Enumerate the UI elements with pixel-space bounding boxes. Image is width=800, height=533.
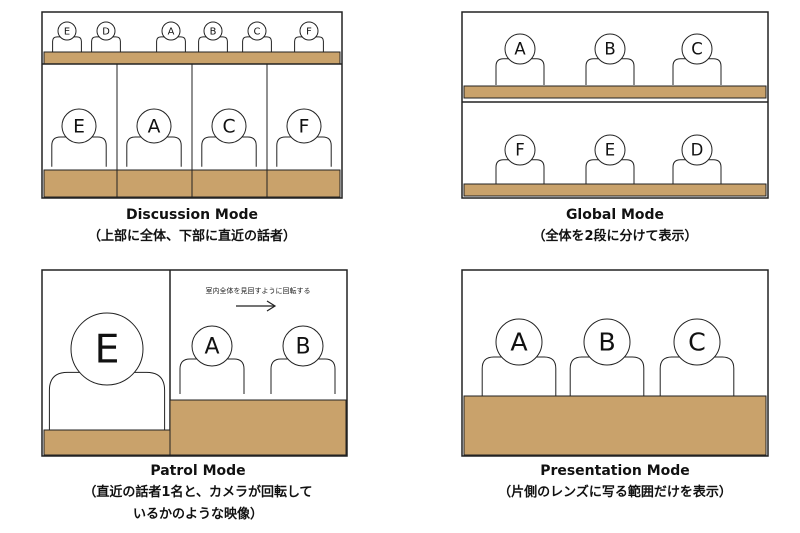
right-arrow-icon <box>236 300 277 312</box>
person-label: E <box>64 26 70 37</box>
person-figure: A <box>126 108 182 167</box>
person-figure: E <box>48 312 166 436</box>
person-figure: A <box>156 21 186 53</box>
person-label: F <box>306 26 312 37</box>
person-figure: A <box>495 33 545 85</box>
person-head <box>161 21 181 41</box>
person-figure: C <box>242 21 272 53</box>
person-figure: E <box>52 21 82 53</box>
person-label: E <box>94 327 119 373</box>
person-label: B <box>295 335 310 360</box>
patrol-pan-note: 室内全体を見回すように回転する <box>206 286 311 295</box>
person-label: E <box>73 116 85 137</box>
person-figure: B <box>585 33 635 85</box>
person-figure: B <box>569 318 645 398</box>
person-head <box>70 312 144 386</box>
global-row2-table <box>463 183 767 197</box>
presentation-table <box>463 395 767 456</box>
person-figure: E <box>51 108 107 167</box>
person-head <box>594 33 626 65</box>
global-row1-table <box>463 85 767 99</box>
person-head <box>247 21 267 41</box>
presentation-panel: A B C Presentation Mode （片側のレンズに写る範囲だけを表示） <box>461 269 769 500</box>
person-label: A <box>204 335 219 360</box>
person-head <box>583 318 631 366</box>
person-figure: F <box>495 134 545 186</box>
patrol-subtitle-line1: （直近の話者1名と、カメラが回転して <box>83 484 312 500</box>
person-head <box>495 318 543 366</box>
person-figure: A <box>481 318 557 398</box>
person-label: A <box>168 26 175 37</box>
person-figure: F <box>294 21 324 53</box>
person-head <box>282 325 324 367</box>
person-figure: C <box>201 108 257 167</box>
person-label: C <box>222 116 235 137</box>
person-label: B <box>598 328 615 357</box>
person-label: D <box>102 26 110 37</box>
person-label: F <box>299 116 310 137</box>
person-label: A <box>514 40 526 59</box>
global-subtitle: （全体を2段に分けて表示） <box>532 228 697 244</box>
person-label: A <box>510 328 528 357</box>
person-figure: F <box>276 108 332 167</box>
person-label: C <box>254 26 261 37</box>
person-label: D <box>691 141 704 160</box>
person-head <box>504 134 536 166</box>
person-figure: C <box>659 318 735 398</box>
global-frame <box>461 11 769 199</box>
person-figure: B <box>270 325 336 394</box>
person-head <box>136 108 172 144</box>
person-head <box>299 21 319 41</box>
person-head <box>286 108 322 144</box>
patrol-pan-table <box>169 399 347 456</box>
person-head <box>673 318 721 366</box>
person-figure: E <box>585 134 635 186</box>
presentation-subtitle: （片側のレンズに写る範囲だけを表示） <box>498 484 732 500</box>
person-figure: A <box>179 325 245 394</box>
person-head <box>96 21 116 41</box>
person-head <box>681 134 713 166</box>
person-figure: B <box>198 21 228 53</box>
person-head <box>681 33 713 65</box>
person-label: F <box>515 141 525 160</box>
person-label: B <box>604 40 615 59</box>
global-panel: A B C F E D Global Mode （全体を2段に分けて表示） <box>461 11 769 244</box>
person-head <box>211 108 247 144</box>
global-title: Global Mode <box>566 207 664 223</box>
person-figure: C <box>672 33 722 85</box>
person-label: A <box>148 116 161 137</box>
person-label: C <box>688 328 706 357</box>
person-head <box>191 325 233 367</box>
patrol-title: Patrol Mode <box>150 463 245 479</box>
person-label: E <box>605 141 615 160</box>
discussion-top-table <box>43 51 341 65</box>
presentation-title: Presentation Mode <box>540 463 690 479</box>
discussion-title: Discussion Mode <box>126 207 258 223</box>
patrol-panel: E A B 室内全体を見回すように回転する Patrol Mode （直近の話者1… <box>41 269 348 522</box>
patrol-speaker-table <box>43 429 171 456</box>
person-label: B <box>210 26 217 37</box>
person-head <box>57 21 77 41</box>
person-head <box>203 21 223 41</box>
presentation-frame <box>461 269 769 457</box>
patrol-subtitle-line2: いるかのような映像） <box>133 506 263 522</box>
person-head <box>594 134 626 166</box>
person-label: C <box>691 40 703 59</box>
discussion-subtitle: （上部に全体、下部に直近の話者） <box>88 228 296 244</box>
person-head <box>61 108 97 144</box>
discussion-panel: E D A B C F E A C F Discussion Mode （上部に全体、下部に直近… <box>41 11 343 244</box>
patrol-frame <box>41 269 348 457</box>
person-head <box>504 33 536 65</box>
person-figure: D <box>91 21 121 53</box>
person-figure: D <box>672 134 722 186</box>
